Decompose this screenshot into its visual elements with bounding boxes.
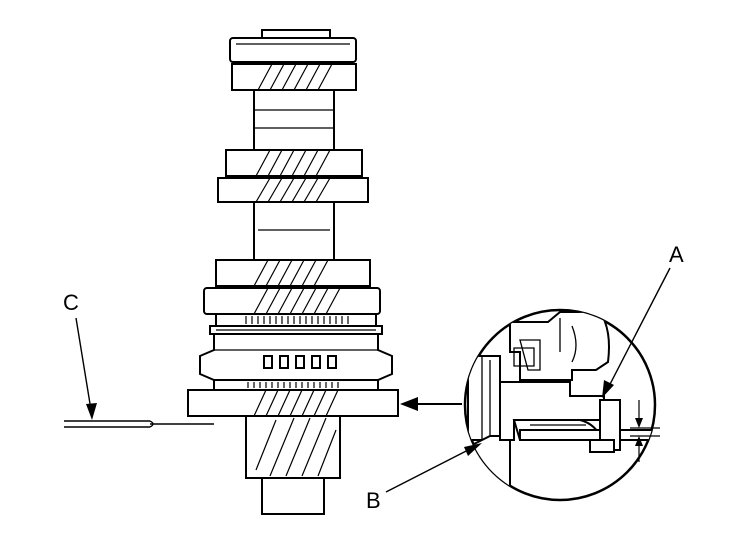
shaft-section-2 bbox=[253, 201, 335, 261]
synchro-ring-upper bbox=[209, 313, 383, 335]
synchro-ring-lower bbox=[213, 379, 379, 391]
helical-shaft-end bbox=[245, 415, 341, 515]
shaft-assembly bbox=[187, 29, 399, 515]
gear-1 bbox=[231, 63, 357, 91]
synchro-sleeve bbox=[199, 333, 393, 381]
gear-6 bbox=[187, 389, 399, 417]
leader-c bbox=[75, 317, 97, 420]
detail-pointer-arrow bbox=[400, 397, 462, 411]
detail-magnified-view bbox=[463, 308, 660, 502]
gear-4 bbox=[215, 259, 371, 287]
gear-5 bbox=[203, 287, 381, 315]
shaft-section-1 bbox=[253, 89, 335, 151]
gear-3 bbox=[217, 177, 369, 203]
label-c: C bbox=[63, 290, 79, 315]
leader-a bbox=[602, 267, 671, 398]
leader-b bbox=[385, 443, 482, 493]
feeler-gauge bbox=[64, 420, 214, 428]
label-a: A bbox=[669, 242, 684, 267]
label-b: B bbox=[366, 488, 381, 513]
gear-2 bbox=[225, 149, 363, 177]
clearance-arrows bbox=[630, 400, 660, 462]
top-bearing bbox=[229, 29, 357, 63]
